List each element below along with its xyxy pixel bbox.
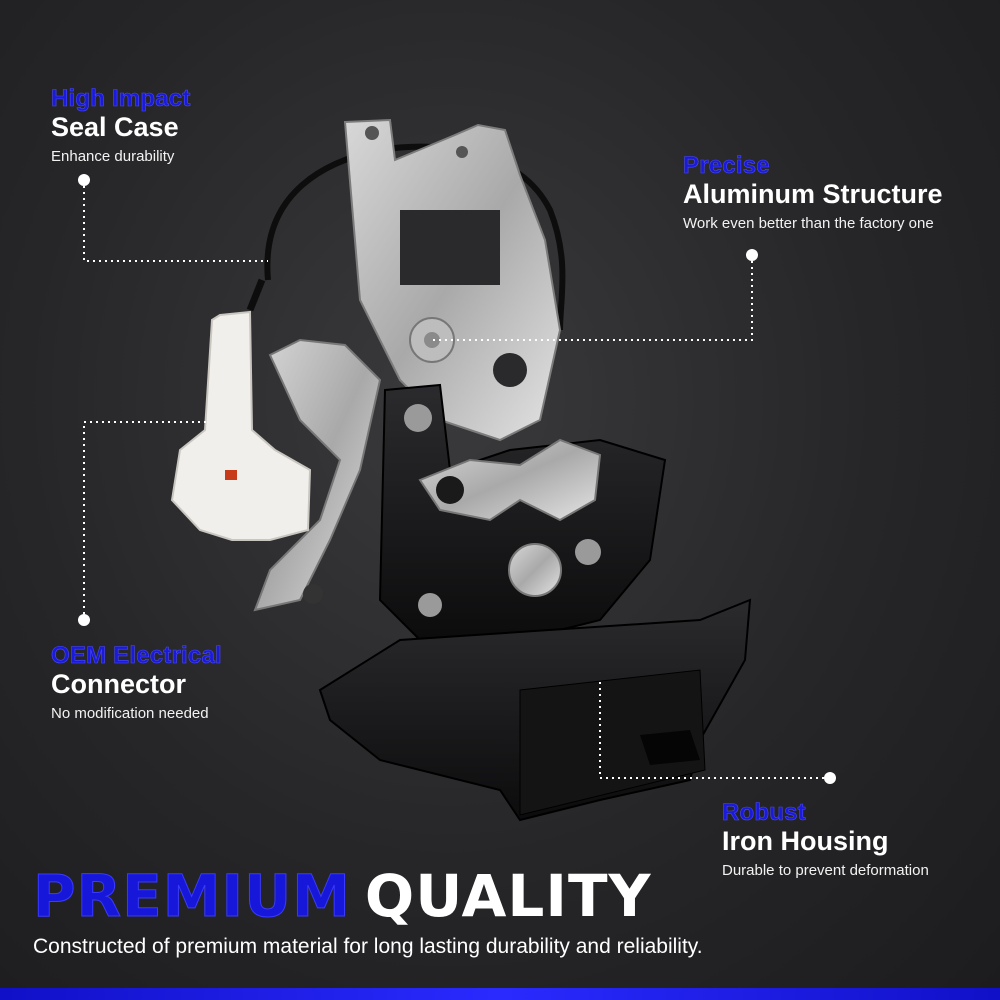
callout-tag: Robust [722,799,806,826]
callout-description: Work even better than the factory one [683,215,934,232]
callout-iron-housing: Robust Iron Housing Durable to prevent d… [722,799,929,882]
callout-description: Enhance durability [51,148,175,165]
callout-aluminum-structure: Precise Aluminum Structure Work even bet… [683,152,943,235]
callout-tag: Precise [683,152,770,179]
callout-title: Seal Case [51,112,179,142]
headline-quality: QUALITY [364,862,652,930]
callout-description: No modification needed [51,705,209,722]
callout-title: Aluminum Structure [683,179,943,209]
headline-subline: Constructed of premium material for long… [33,935,703,958]
callout-title: Iron Housing [722,826,889,856]
callout-title: Connector [51,669,186,699]
callout-seal-case: High Impact Seal Case Enhance durability [51,85,191,168]
callout-electrical-connector: OEM Electrical Connector No modification… [51,642,222,725]
callout-tag: High Impact [51,85,191,112]
callout-tag: OEM Electrical [51,642,222,669]
headline-premium: PREMIUM [33,862,351,931]
bottom-accent-bar [0,988,1000,1000]
callout-description: Durable to prevent deformation [722,862,929,879]
